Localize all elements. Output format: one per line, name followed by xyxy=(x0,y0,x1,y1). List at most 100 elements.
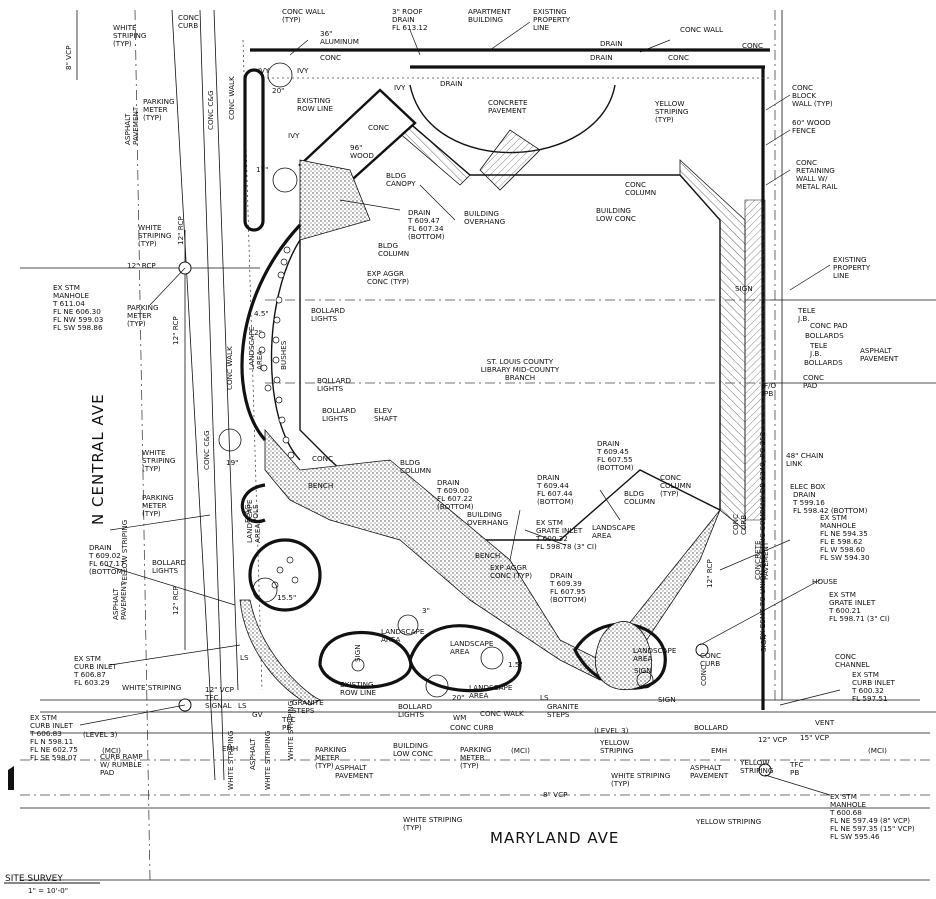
label-line: (TYP) xyxy=(142,464,161,473)
sheet-scale: 1" = 10'-0" xyxy=(28,886,68,895)
label-line: BOLLARDS xyxy=(805,331,844,340)
label-line: BLDG xyxy=(624,489,644,498)
label-line: 19" xyxy=(226,458,238,467)
label-line: 96" xyxy=(350,143,362,152)
label-line: ASPHALT xyxy=(111,588,120,620)
label-line: WHITE xyxy=(142,448,166,457)
label-line: MANHOLE xyxy=(53,291,90,300)
label-concrete-pavement-right: CONCRETEPAVEMENT xyxy=(753,540,770,580)
label-line: LINE xyxy=(833,271,850,280)
label-line: CONC xyxy=(803,373,824,382)
label-line: EXISTING xyxy=(340,680,374,689)
label-line: LS xyxy=(238,701,247,710)
label-line: DRAIN xyxy=(600,39,623,48)
central-ave-centerline xyxy=(134,9,151,881)
label-line: LIGHTS xyxy=(311,314,337,323)
label-line: EX STM xyxy=(829,590,856,599)
label-line: IVY xyxy=(258,66,270,75)
label-line: AREA xyxy=(469,691,488,700)
label-ls-2: LS xyxy=(540,693,549,702)
label-wood-96: 96"WOOD xyxy=(350,143,374,160)
label-line: T 609.47 xyxy=(407,216,440,225)
label-line: ALUMINUM xyxy=(320,37,359,46)
label-line: 12" VCP xyxy=(758,735,788,744)
label-easement: EX ESMT TO UNION ELECTRIC COMPANY DB 624… xyxy=(758,432,767,640)
label-conc-walk-2: CONC WALK xyxy=(225,346,234,390)
label-line: ASPHALT xyxy=(123,113,132,145)
label-line: WHITE STRIPING xyxy=(403,815,462,824)
label-line: CONC xyxy=(699,665,708,686)
label-asphalt-left-2: ASPHALTPAVEMENT xyxy=(111,581,128,620)
label-line: AREA xyxy=(592,531,611,540)
label-line: 17" xyxy=(256,165,268,174)
label-line: LANDSCAPE xyxy=(450,639,494,648)
label-line: (BOTTOM) xyxy=(89,567,126,576)
label-line: STRIPING xyxy=(740,766,773,775)
label-line: LANDSCAPE xyxy=(247,326,256,370)
label-line: CONC xyxy=(178,13,199,22)
label-line: CURB INLET xyxy=(74,662,118,671)
label-line: BOLLARD xyxy=(694,723,729,732)
label-line: EMH xyxy=(222,744,238,753)
label-line: BUILDING xyxy=(468,15,503,24)
granite-steps-left xyxy=(239,599,321,706)
label-level-3-left: (LEVEL 3) xyxy=(83,730,118,739)
label-line: SIGN xyxy=(759,634,768,652)
label-line: PROPERTY xyxy=(533,15,571,24)
label-line: WHITE STRIPING xyxy=(263,731,272,790)
label-line: (BOTTOM) xyxy=(437,502,474,511)
label-line: ELEC BOX xyxy=(790,482,825,491)
label-line: BUILDING xyxy=(596,206,631,215)
label-line: COLUMN xyxy=(624,497,655,506)
label-line: CONC C&G xyxy=(202,430,211,470)
label-line: METER xyxy=(127,311,152,320)
label-tree-15: 15.5" xyxy=(277,593,296,602)
label-line: CONC xyxy=(742,41,763,50)
label-line: SIGNAL xyxy=(205,701,232,710)
label-line: DRAIN xyxy=(89,543,112,552)
label-vcp-8-bottom: 8" VCP xyxy=(543,790,568,799)
sheet-marker xyxy=(8,766,14,790)
label-line: BOLLARDS xyxy=(804,358,843,367)
label-line: BOLLARD xyxy=(152,558,187,567)
tree-planter-south xyxy=(248,538,322,612)
label-line: FL NE 594.35 xyxy=(820,529,868,538)
label-conc-3: CONC xyxy=(742,41,763,50)
label-level-3-mid: (LEVEL 3) xyxy=(594,726,629,735)
label-rcp-12-2: 12" RCP xyxy=(127,261,156,270)
label-line: STEPS xyxy=(292,706,315,715)
building-name-2: LIBRARY MID-COUNTY xyxy=(481,365,560,374)
label-line: (MCI) xyxy=(868,746,887,755)
label-line: LS xyxy=(240,653,249,662)
label-line: YELLOW STRIPING xyxy=(695,817,761,826)
label-line: FL N 598.11 xyxy=(30,737,73,746)
label-line: 12" VCP xyxy=(205,685,235,694)
label-line: AREA xyxy=(255,351,264,370)
label-line: EX STM xyxy=(830,792,857,801)
label-line: GRANITE xyxy=(292,698,324,707)
label-line: 12" RCP xyxy=(171,316,180,345)
label-line: TFC xyxy=(789,760,804,769)
label-line: COLUMN xyxy=(625,188,656,197)
label-line: EX STM xyxy=(536,518,563,527)
label-line: PAVEMENT xyxy=(860,354,899,363)
